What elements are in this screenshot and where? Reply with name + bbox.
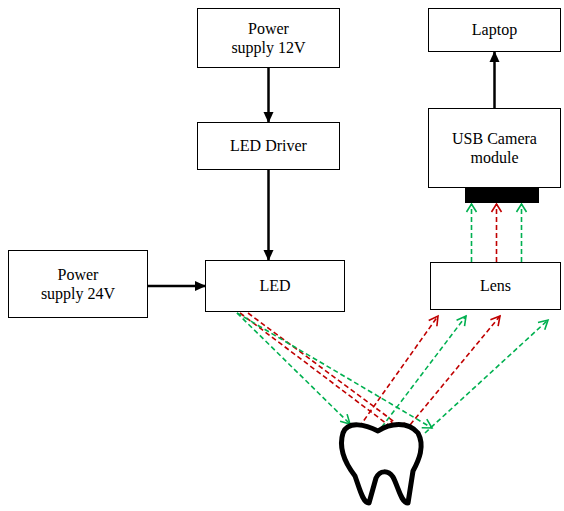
flow-arrow: [267, 68, 270, 122]
laptop-box: Laptop: [428, 8, 561, 52]
light-ray-arrow: [471, 204, 473, 262]
box-label: Power supply 24V: [38, 265, 118, 303]
box-label: Laptop: [472, 20, 517, 39]
tooth-drawing: [341, 425, 421, 504]
box-label: Lens: [480, 276, 511, 295]
incident-rays: [237, 313, 432, 432]
led-driver-box: LED Driver: [197, 122, 340, 170]
box-label: USB Camera module: [440, 129, 550, 167]
flow-arrow: [493, 52, 496, 108]
power-supply-box: Power supply 24V: [8, 250, 148, 318]
box-label: LED: [259, 276, 290, 295]
box-label: LED Driver: [230, 136, 307, 155]
box-label: Power supply 12V: [229, 19, 309, 57]
light-ray-arrow: [521, 204, 523, 262]
camera-module-box: USB Camera module: [428, 108, 561, 188]
flow-arrow: [148, 285, 205, 288]
light-ray-arrow: [496, 204, 498, 262]
power-supply-box: Power supply 12V: [197, 8, 340, 68]
flow-arrow: [267, 170, 270, 260]
lens-box: Lens: [430, 262, 561, 310]
reflected-rays: [350, 316, 548, 440]
camera-sensor-bar: [465, 187, 539, 203]
led-box: LED: [205, 260, 345, 312]
